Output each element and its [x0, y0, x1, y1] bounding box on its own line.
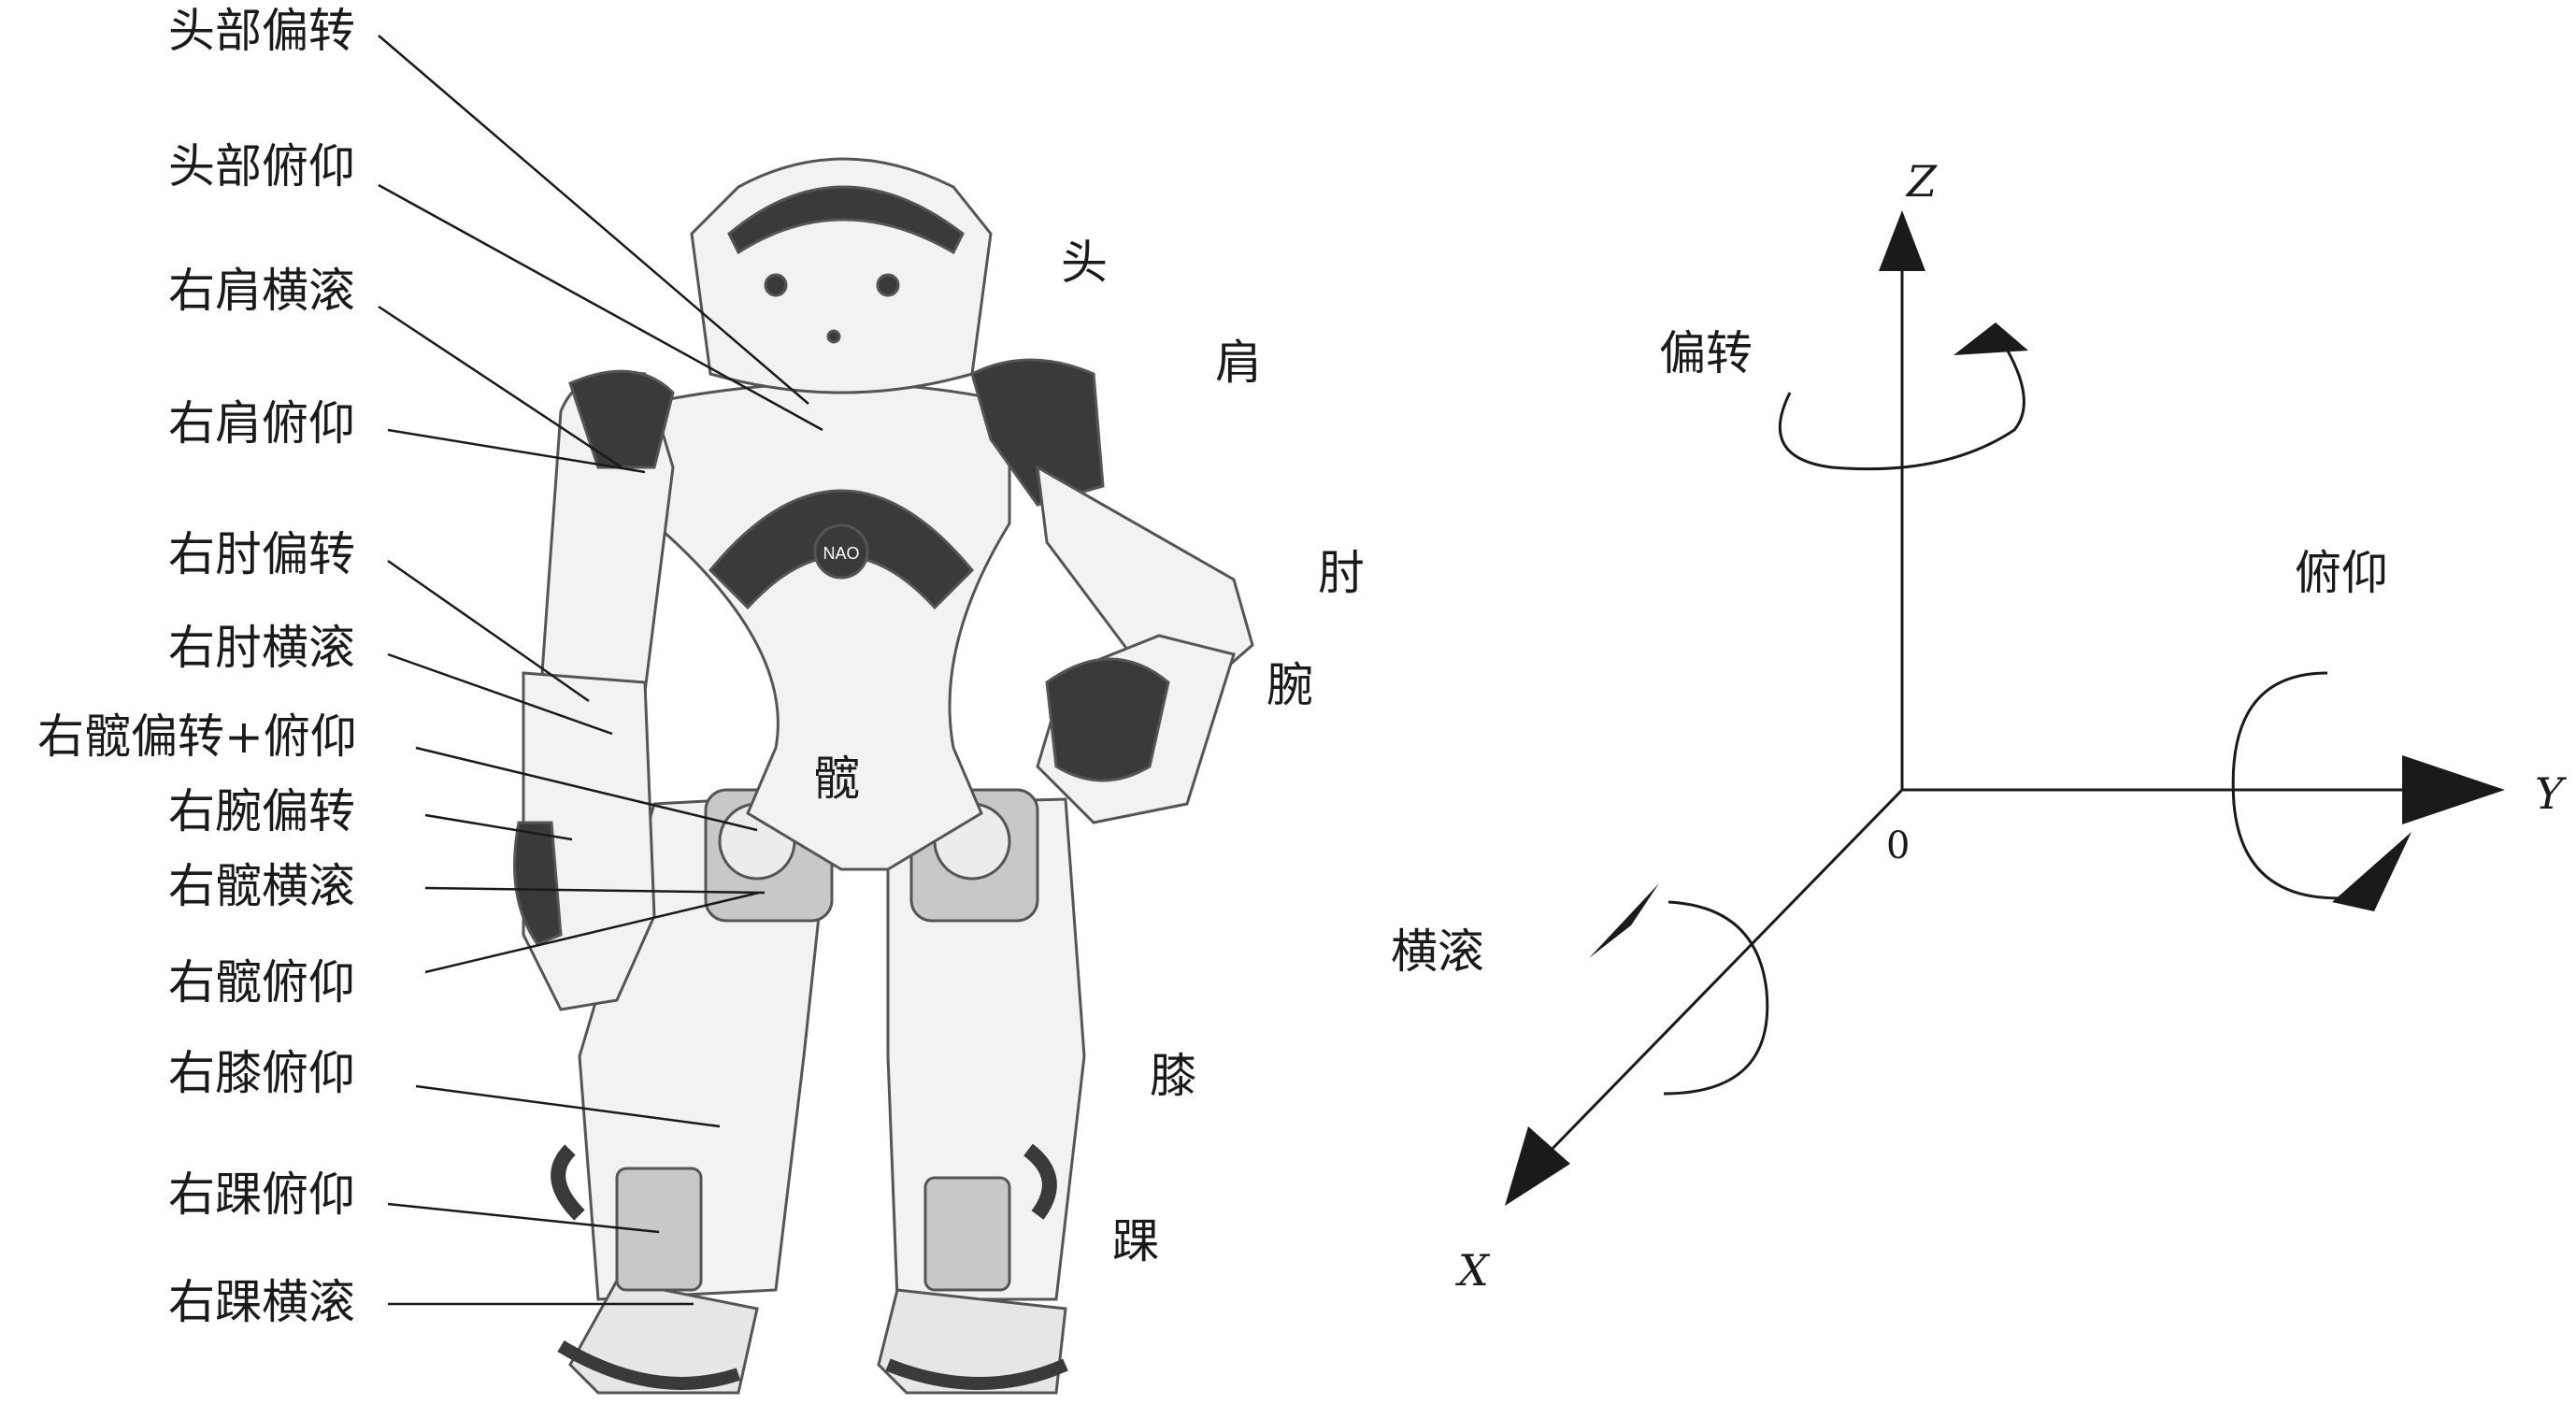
label-head-yaw: 头部偏转: [168, 4, 355, 58]
roll-rotation-arc: [1663, 900, 1769, 1096]
part-hip: 髋: [813, 752, 860, 806]
x-axis-arrowhead: [1505, 1126, 1570, 1206]
label-r-ankle-roll: 右踝横滚: [168, 1275, 355, 1329]
label-r-elbow-yaw: 右肘偏转: [168, 527, 355, 581]
nao-robot-illustration: [513, 157, 1254, 1395]
leader-r-elbow-roll: [387, 652, 613, 736]
part-ankle: 踝: [1112, 1214, 1159, 1268]
origin-label: 0: [1886, 824, 1910, 867]
leader-lines: [378, 35, 823, 1306]
label-r-wrist-yaw: 右腕偏转: [168, 784, 355, 838]
label-head-pitch: 头部俯仰: [168, 139, 355, 193]
leader-r-hip-roll: [424, 886, 766, 895]
label-r-shoulder-roll: 右肩横滚: [168, 264, 355, 318]
label-r-elbow-roll: 右肘横滚: [168, 621, 355, 675]
robot-chest-logo: NAO: [823, 544, 859, 563]
z-axis-label: Z: [1905, 156, 1938, 207]
leader-r-elbow-yaw: [387, 559, 590, 703]
leader-r-shoulder-roll: [378, 305, 623, 469]
leader-r-hip-yawpitch: [415, 746, 758, 832]
pitch-label: 俯仰: [2295, 546, 2388, 600]
yaw-rotation-arc: [1778, 345, 2025, 471]
leader-head-yaw: [378, 35, 809, 405]
x-axis-label: X: [1455, 1245, 1491, 1296]
leader-r-ankle-pitch: [387, 1202, 660, 1234]
label-r-shoulder-pitch: 右肩俯仰: [168, 396, 355, 451]
y-axis-label: Y: [2535, 768, 2568, 819]
label-r-ankle-pitch: 右踝俯仰: [168, 1168, 355, 1222]
robot-left-arm: [513, 369, 675, 1011]
y-axis-arrowhead: [2402, 755, 2505, 824]
z-axis-arrowhead: [1879, 210, 1925, 271]
pitch-rotation-arrowhead: [2332, 832, 2411, 911]
part-elbow: 肘: [1318, 546, 1365, 600]
pitch-rotation-arc: [2231, 671, 2356, 900]
part-wrist: 腕: [1267, 658, 1313, 712]
yaw-rotation-arrowhead: [1953, 322, 2028, 355]
leader-head-pitch: [378, 183, 823, 432]
robot-right-leg: [877, 788, 1086, 1395]
body-part-labels: 头 肩 肘 腕 髋 膝 踝: [813, 236, 1365, 1268]
yaw-label: 偏转: [1659, 326, 1753, 380]
leader-r-hip-pitch: [424, 891, 760, 974]
leader-r-wrist-yaw: [424, 813, 573, 841]
robot-head: [690, 157, 993, 394]
leader-r-knee-pitch: [415, 1084, 721, 1128]
label-r-hip-roll: 右髋横滚: [168, 859, 355, 913]
roll-label: 横滚: [1391, 924, 1484, 979]
leader-r-shoulder-pitch: [387, 428, 646, 474]
part-head: 头: [1061, 236, 1108, 290]
coordinate-axes: [1505, 210, 2505, 1206]
roll-rotation-arrowhead: [1589, 883, 1659, 958]
part-shoulder: 肩: [1215, 336, 1262, 390]
label-r-hip-yawpitch: 右髋偏转+俯仰: [37, 709, 357, 764]
axis-labels: Z Y X 0 偏转 俯仰 横滚: [1391, 156, 2568, 1296]
x-axis-line: [1540, 788, 1904, 1161]
robot-torso: [652, 381, 1011, 871]
joint-labels: 头部偏转 头部俯仰 右肩横滚 右肩俯仰 右肘偏转 右肘横滚 右髋偏转+俯仰 右腕…: [37, 4, 357, 1329]
label-r-knee-pitch: 右膝俯仰: [168, 1046, 355, 1100]
label-r-hip-pitch: 右髋俯仰: [168, 955, 355, 1010]
part-knee: 膝: [1150, 1049, 1196, 1103]
robot-right-arm: [970, 358, 1254, 824]
